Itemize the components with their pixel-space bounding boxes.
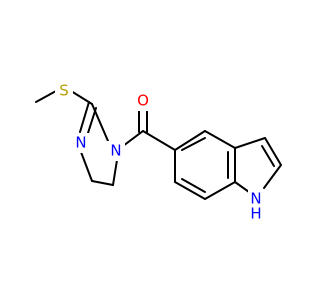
bond-carbonyl-c5 <box>142 130 176 151</box>
bond-ring-a1 <box>174 130 206 151</box>
bond-n1-c2 <box>91 103 109 142</box>
bond-ring-a5 <box>174 181 206 200</box>
bond-n1-carbonyl <box>122 130 144 147</box>
bond-c5-n1 <box>112 159 118 186</box>
bond-pyrrole-c2-n1 <box>263 164 282 189</box>
indole-hydrogen-label: H <box>250 205 261 223</box>
bond-c4-c5 <box>91 180 114 186</box>
indole-nitrogen-label: N <box>250 190 261 208</box>
oxygen-label: O <box>137 92 149 110</box>
sulfur-label: S <box>59 82 69 100</box>
amide-nitrogen-label: N <box>110 142 121 160</box>
atom-labels: S O N N N H <box>55 81 266 223</box>
bond-n3-c4 <box>80 151 93 182</box>
bond-pyrrole-n1-c7a <box>234 181 250 193</box>
bonds <box>35 90 282 200</box>
bond-ring-a4 <box>204 181 236 200</box>
bond-pyrrole-c3a-c3 <box>234 137 266 149</box>
bond-ring-a1-inner <box>181 137 206 151</box>
bond-ring-a2 <box>204 130 236 149</box>
bond-pyrrole-c3-c2-inner <box>261 145 275 167</box>
molecule-structure-diagram: S O N N N H <box>35 81 282 223</box>
bond-ring-a5-inner <box>181 178 206 193</box>
bond-c2-n3-double-outer <box>79 101 90 133</box>
bond-methyl-sulfur <box>35 90 57 103</box>
bond-pyrrole-c3-c2 <box>264 137 282 166</box>
imine-nitrogen-label: N <box>75 134 86 152</box>
